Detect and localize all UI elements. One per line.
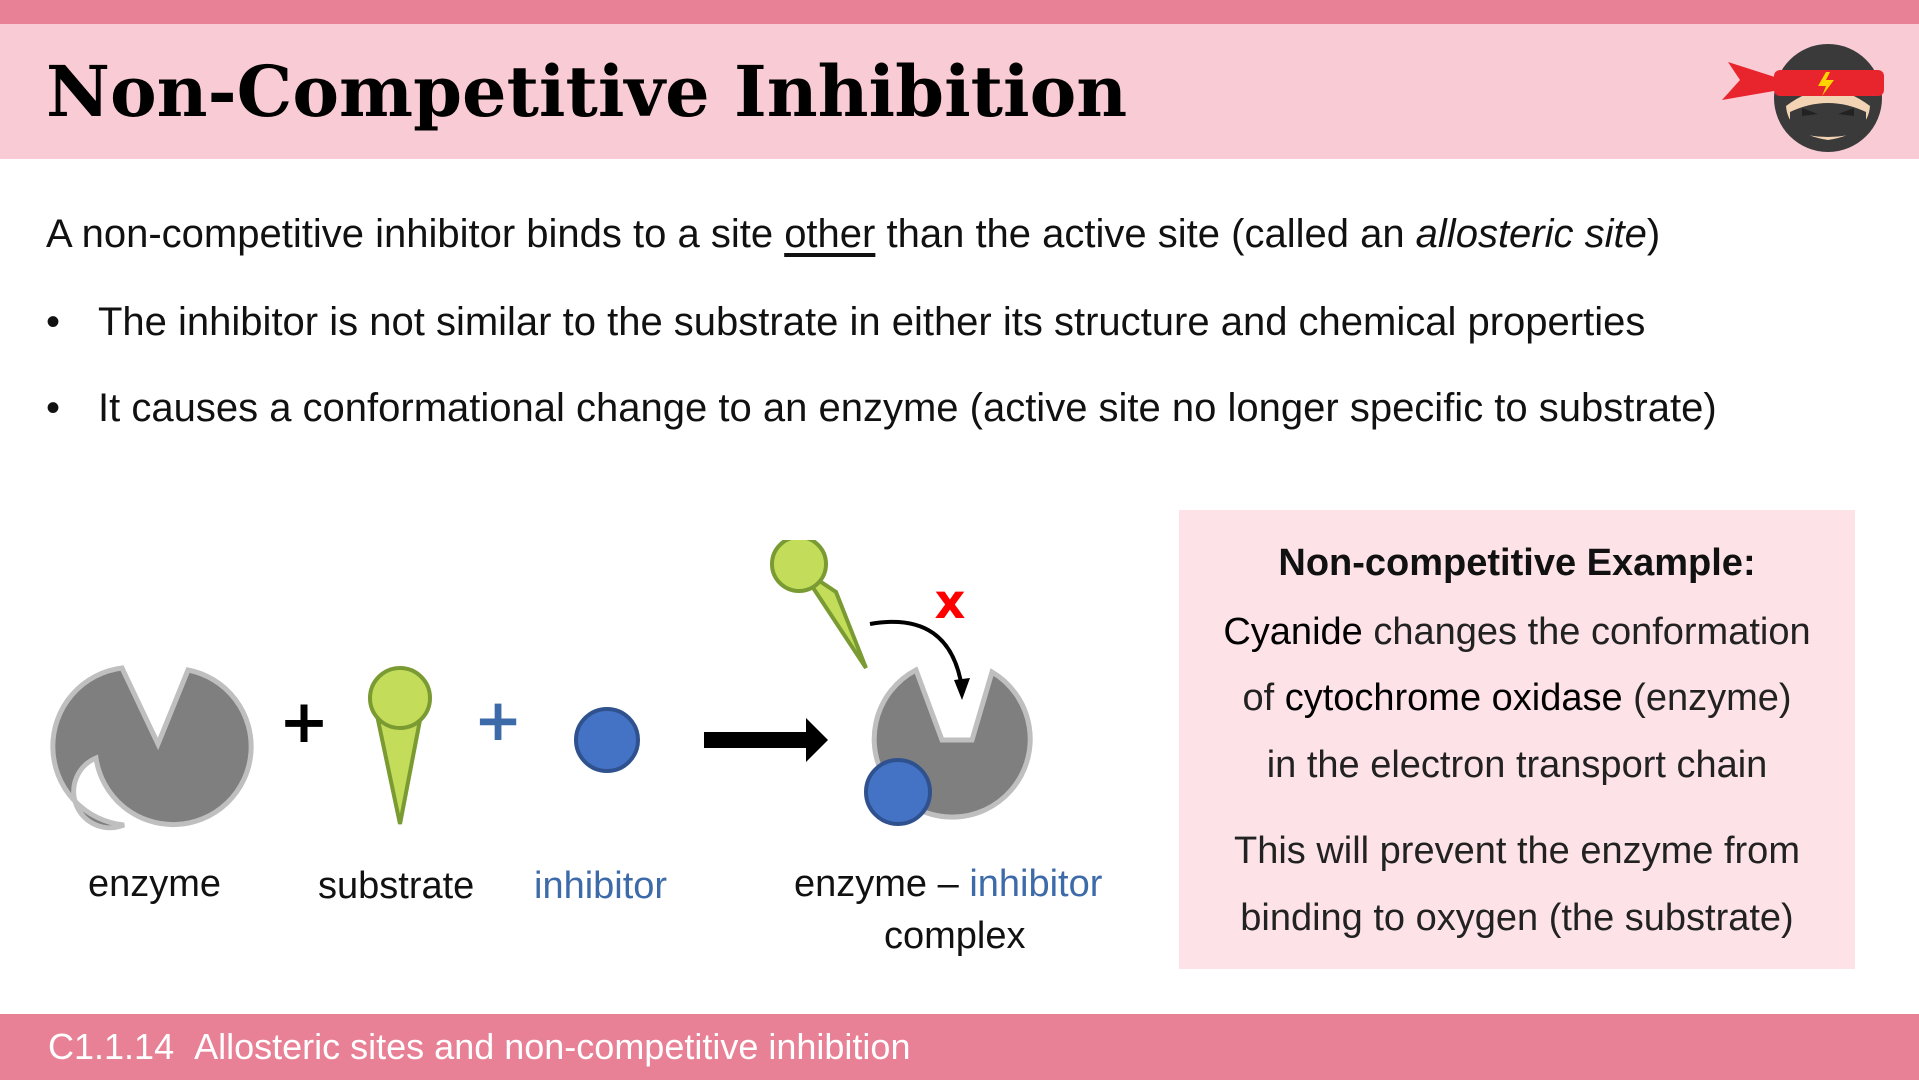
example-title: Non-competitive Example: (1278, 542, 1756, 584)
enzyme-label: enzyme (88, 863, 222, 905)
intro-text-end: ) (1646, 212, 1661, 256)
example-line: in the electron transport chain (1266, 744, 1768, 786)
bullet-text: It causes a conformational change to an … (98, 386, 1717, 430)
footer-topic: Allosteric sites and non-competitive inh… (194, 1026, 911, 1067)
blocked-substrate-shape (770, 540, 868, 670)
bullet-dot: • (46, 386, 61, 430)
curved-arrow (869, 619, 964, 689)
cyanide-term: Cyanide (1223, 611, 1363, 653)
footer-text: C1.1.14 Allosteric sites and non-competi… (48, 1023, 910, 1071)
blocked-x-mark: x (935, 574, 966, 630)
curved-arrow-head (954, 678, 970, 700)
complex-label-enzyme: enzyme – (794, 863, 970, 905)
intro-text-middle: than the active site (called an (875, 212, 1416, 256)
example-line: This will prevent the enzyme from (1234, 830, 1800, 872)
bullet-text: The inhibitor is not similar to the subs… (98, 300, 1646, 344)
plus-sign: + (474, 686, 523, 754)
intro-allosteric-term: allosteric site (1415, 212, 1647, 256)
substrate-shape (368, 666, 432, 825)
complex-label: enzyme – inhibitor (794, 860, 1102, 908)
cytochrome-oxidase-term: cytochrome oxidase (1284, 677, 1623, 719)
diagram-graphics: + + x (50, 540, 1033, 831)
bound-inhibitor-shape (864, 758, 932, 826)
example-line: binding to oxygen (the substrate) (1240, 897, 1794, 939)
page-title: Non-Competitive Inhibition (46, 50, 1128, 133)
complex-label-line2: complex (884, 915, 1026, 957)
complex-label-inhibitor: inhibitor (969, 863, 1103, 905)
example-line: Cyanide changes the conformation (1179, 607, 1855, 657)
example-line-text: changes the conformation (1362, 611, 1811, 653)
top-accent-strip (0, 0, 1919, 24)
inhibitor-shape (574, 707, 640, 773)
footer-bar: C1.1.14 Allosteric sites and non-competi… (0, 1014, 1919, 1080)
plus-sign: + (279, 687, 329, 757)
reaction-arrow (704, 718, 828, 762)
inhibition-diagram: + + x enzyme substrate inhibitor enzyme … (0, 540, 1160, 980)
enzyme-shape (50, 665, 254, 831)
example-box: Non-competitive Example: Cyanide changes… (1179, 510, 1855, 969)
example-line: of cytochrome oxidase (enzyme) (1179, 673, 1855, 723)
title-band (0, 24, 1919, 159)
inhibitor-label: inhibitor (534, 865, 668, 907)
intro-text-start: A non-competitive inhibitor binds to a s… (46, 212, 785, 256)
example-line-text: of (1242, 677, 1285, 719)
bullet-dot: • (46, 300, 61, 344)
substrate-label: substrate (318, 865, 475, 907)
example-line-text: (enzyme) (1622, 677, 1792, 719)
ninja-mascot-icon (1722, 44, 1884, 152)
footer-code: C1.1.14 (48, 1026, 175, 1067)
intro-underlined-word: other (784, 212, 876, 256)
intro-sentence: A non-competitive inhibitor binds to a s… (46, 206, 1660, 262)
